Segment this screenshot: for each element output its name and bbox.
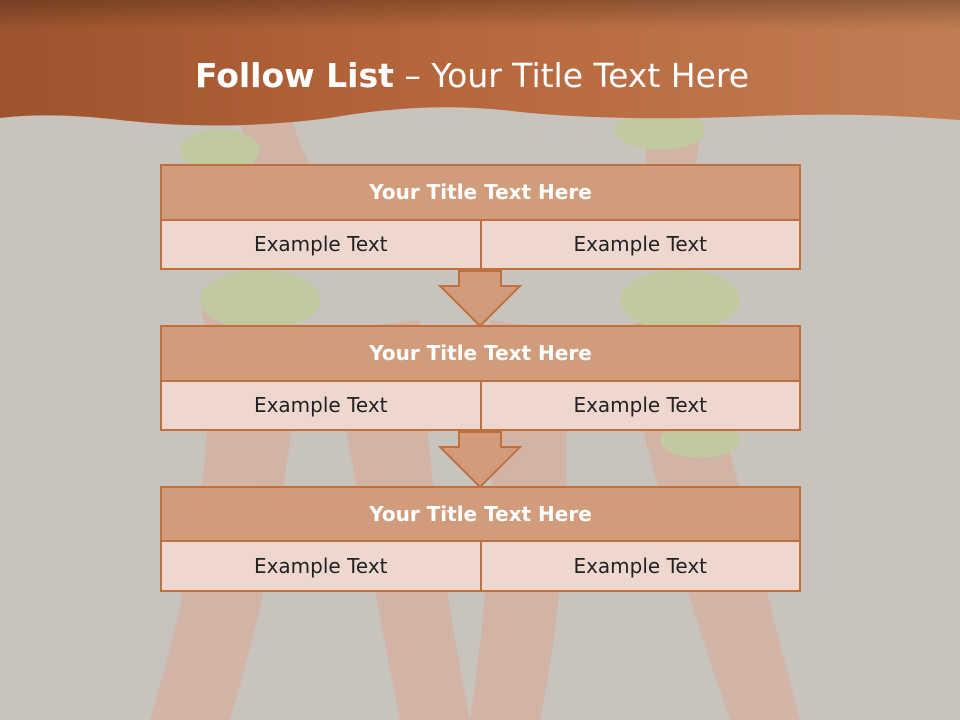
down-arrow-icon (438, 431, 522, 489)
slide-title-bold: Follow List (194, 56, 394, 95)
step-block: Your Title Text Here Example Text Exampl… (160, 164, 801, 270)
step-block: Your Title Text Here Example Text Exampl… (160, 486, 801, 592)
step-row: Example Text Example Text (160, 382, 801, 431)
step-row: Example Text Example Text (160, 542, 801, 592)
step-title: Your Title Text Here (160, 164, 801, 221)
slide-title-rest: – Your Title Text Here (393, 56, 750, 95)
down-arrow-icon (438, 270, 522, 328)
step-cell-left: Example Text (160, 221, 482, 270)
step-cell-right: Example Text (481, 542, 801, 592)
step-row: Example Text Example Text (160, 221, 801, 270)
step-cell-right: Example Text (481, 382, 801, 431)
step-cell-left: Example Text (160, 542, 482, 592)
step-title: Your Title Text Here (160, 325, 801, 382)
step-block: Your Title Text Here Example Text Exampl… (160, 325, 801, 431)
slide-title: Follow List – Your Title Text Here (0, 52, 944, 100)
step-cell-left: Example Text (160, 382, 482, 431)
step-cell-right: Example Text (481, 221, 801, 270)
step-title: Your Title Text Here (160, 486, 801, 542)
